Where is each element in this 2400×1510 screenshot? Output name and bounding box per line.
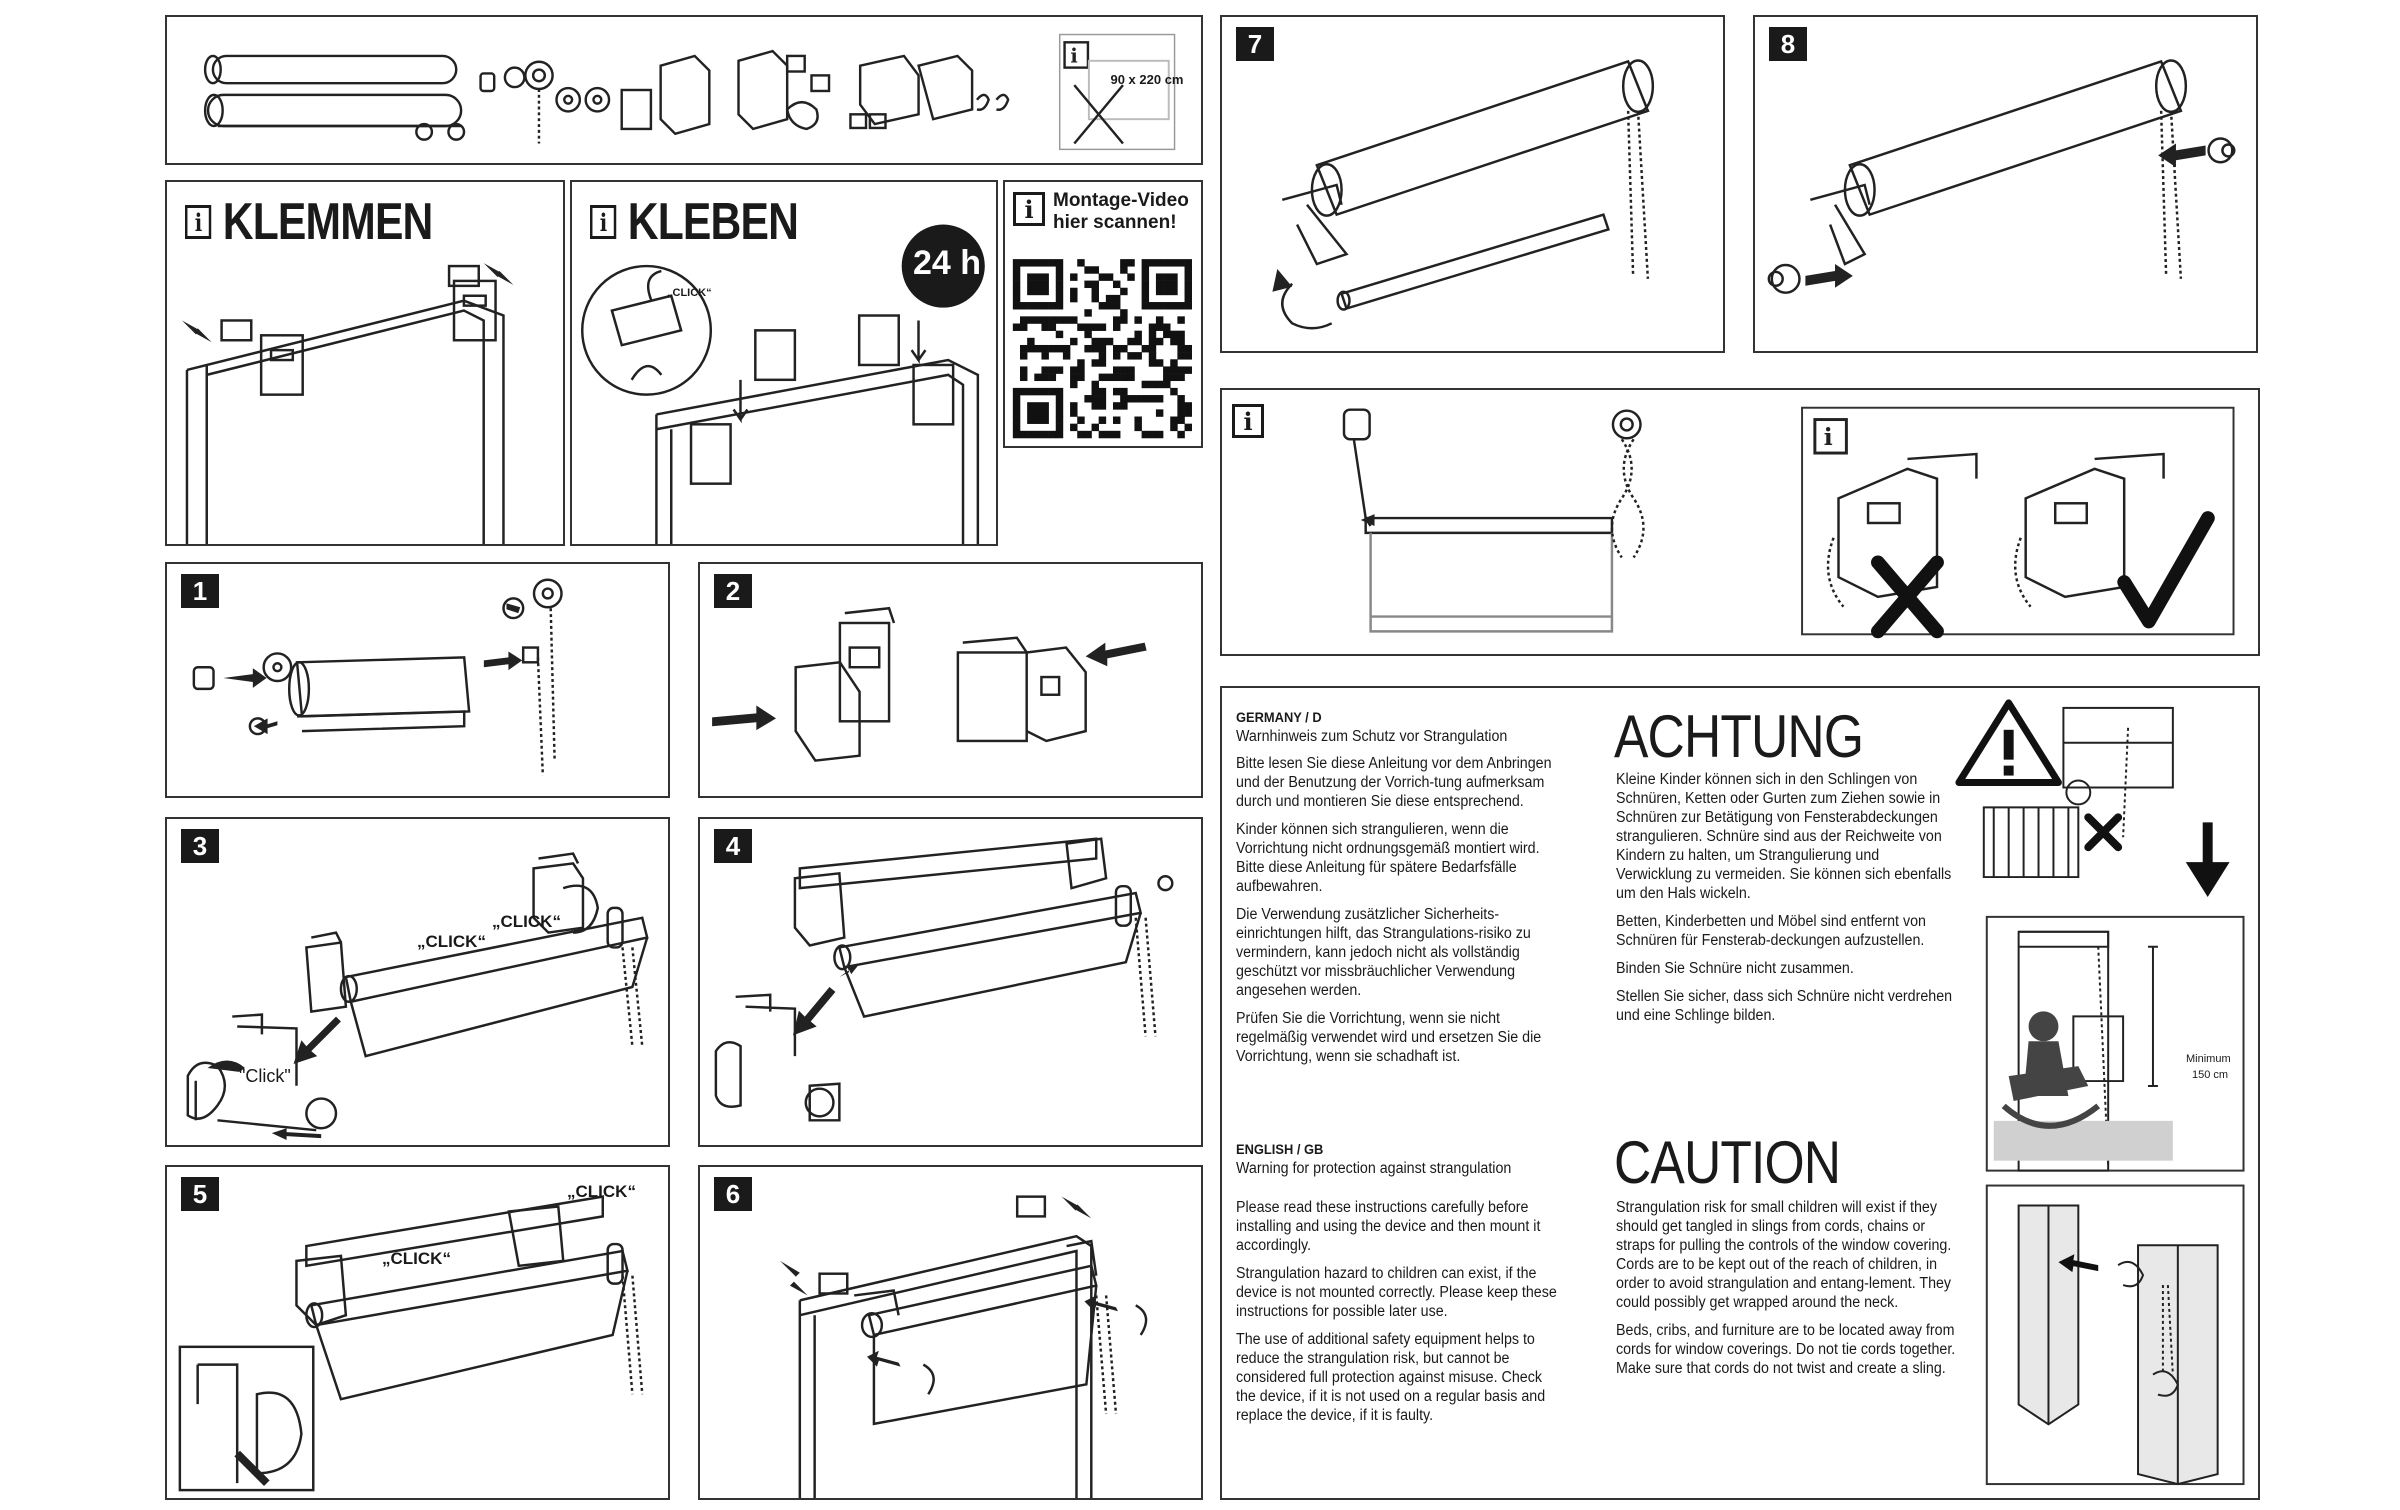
step-number: 5 bbox=[181, 1177, 219, 1211]
warning-de-paragraph: Prüfen Sie die Vorrichtung, wenn sie nic… bbox=[1236, 1010, 1542, 1065]
video-qr-panel: i Montage-Video hier scannen! bbox=[1003, 180, 1203, 448]
warning-de-paragraph: Bitte lesen Sie diese Anleitung vor dem … bbox=[1236, 755, 1552, 810]
kleben-badge: 24 h bbox=[912, 244, 982, 282]
step-1-panel: 1 bbox=[165, 562, 670, 798]
warning-de-column: GERMANY / D Warnhinweis zum Schutz vor S… bbox=[1236, 708, 1558, 1075]
step-number: 2 bbox=[714, 574, 752, 608]
step-5-panel: 5 „CLICK“ „CLICK“ bbox=[165, 1165, 670, 1500]
info-icon: i bbox=[590, 205, 617, 239]
step-8-illustration bbox=[1767, 59, 2236, 294]
info-icon: i bbox=[185, 205, 212, 239]
achtung-title: ACHTUNG bbox=[1614, 703, 1864, 770]
warning-de-heading: GERMANY / D bbox=[1236, 709, 1322, 725]
step-3-click-1: „CLICK“ bbox=[417, 932, 486, 951]
step-number: 6 bbox=[714, 1177, 752, 1211]
kleben-panel: i KLEBEN 24 h „CLICK“ bbox=[570, 180, 998, 546]
achtung-paragraph: Betten, Kinderbetten und Möbel sind entf… bbox=[1616, 913, 1926, 949]
warning-en-subheading: Warning for protection against strangula… bbox=[1236, 1160, 1512, 1177]
svg-text:i: i bbox=[1070, 45, 1077, 68]
kleben-click-label: „CLICK“ bbox=[667, 287, 712, 299]
warning-de-paragraph: Kinder können sich strangulieren, wenn d… bbox=[1236, 821, 1540, 895]
warning-panel: GERMANY / D Warnhinweis zum Schutz vor S… bbox=[1220, 686, 2260, 1500]
step-5-illustration bbox=[178, 1195, 644, 1492]
warning-en-paragraph: Please read these instructions carefully… bbox=[1236, 1199, 1541, 1254]
warning-en-column: ENGLISH / GB Warning for protection agai… bbox=[1236, 1140, 1558, 1434]
step-number: 1 bbox=[181, 574, 219, 608]
svg-text:i: i bbox=[1824, 423, 1833, 451]
caution-title: CAUTION bbox=[1614, 1129, 1841, 1196]
warning-en-paragraph: The use of additional safety equipment h… bbox=[1236, 1331, 1546, 1424]
achtung-paragraph: Kleine Kinder können sich in den Schling… bbox=[1616, 771, 1952, 902]
step-3-click-3: "Click" bbox=[239, 1066, 291, 1086]
caution-column: Strangulation risk for small children wi… bbox=[1616, 1198, 1956, 1387]
warning-pictograms bbox=[1955, 699, 2245, 1486]
step-3-panel: 3 „CLICK“ „CLICK“ "Click" bbox=[165, 817, 670, 1147]
step-2-panel: 2 bbox=[698, 562, 1203, 798]
step-number: 3 bbox=[181, 829, 219, 863]
step-6-panel: 6 bbox=[698, 1165, 1203, 1500]
warning-de-subheading: Warnhinweis zum Schutz vor Strangulation bbox=[1236, 728, 1508, 745]
minimum-label: Minimum bbox=[2186, 1053, 2231, 1065]
step-7-illustration bbox=[1272, 59, 1655, 330]
info-strip-panel: i i bbox=[1220, 388, 2260, 656]
step-3-illustration bbox=[186, 852, 649, 1141]
parts-overview-panel: i 90 x 220 cm bbox=[165, 15, 1203, 165]
step-6-illustration bbox=[780, 1195, 1148, 1498]
size-label: 90 x 220 cm bbox=[1110, 72, 1184, 87]
step-4-panel: 4 bbox=[698, 817, 1203, 1147]
info-icon: i bbox=[1013, 192, 1045, 226]
info-strip-illustration: i bbox=[1342, 406, 2235, 639]
klemmen-panel: i KLEMMEN bbox=[165, 180, 565, 546]
parts-illustration: i bbox=[203, 33, 1176, 151]
step-number: 8 bbox=[1769, 27, 1807, 61]
info-icon: i bbox=[1232, 404, 1264, 438]
qr-code[interactable] bbox=[1005, 182, 1201, 446]
step-5-click-2: „CLICK“ bbox=[567, 1182, 636, 1201]
step-number: 4 bbox=[714, 829, 752, 863]
kleben-header: i KLEBEN bbox=[590, 192, 799, 252]
warning-en-paragraph: Strangulation hazard to children can exi… bbox=[1236, 1265, 1557, 1320]
step-4-illustration bbox=[714, 837, 1174, 1122]
caution-paragraph: Beds, cribs, and furniture are to be loc… bbox=[1616, 1322, 1956, 1377]
step-8-panel: 8 bbox=[1753, 15, 2258, 353]
klemmen-header: i KLEMMEN bbox=[185, 192, 433, 252]
achtung-column: Kleine Kinder können sich in den Schling… bbox=[1616, 770, 1956, 1034]
warning-de-paragraph: Die Verwendung zusätzlicher Sicherheits-… bbox=[1236, 906, 1531, 999]
kleben-title: KLEBEN bbox=[627, 193, 799, 251]
step-number: 7 bbox=[1236, 27, 1274, 61]
video-label-line2: hier scannen! bbox=[1053, 212, 1177, 233]
achtung-paragraph: Binden Sie Schnüre nicht zusammen. bbox=[1616, 960, 1854, 977]
klemmen-illustration bbox=[182, 263, 514, 544]
step-3-click-2: „CLICK“ bbox=[492, 912, 561, 931]
video-label-line1: Montage-Video bbox=[1053, 190, 1189, 211]
klemmen-title: KLEMMEN bbox=[222, 193, 434, 251]
step-1-illustration bbox=[192, 578, 563, 776]
step-5-click-1: „CLICK“ bbox=[382, 1249, 451, 1268]
warning-en-heading: ENGLISH / GB bbox=[1236, 1141, 1324, 1157]
achtung-paragraph: Stellen Sie sicher, dass sich Schnüre ni… bbox=[1616, 988, 1953, 1024]
step-2-illustration bbox=[712, 606, 1147, 762]
step-7-panel: 7 bbox=[1220, 15, 1725, 353]
kleben-illustration bbox=[580, 224, 985, 544]
minimum-value: 150 cm bbox=[2192, 1069, 2229, 1081]
caution-paragraph: Strangulation risk for small children wi… bbox=[1616, 1199, 1952, 1311]
